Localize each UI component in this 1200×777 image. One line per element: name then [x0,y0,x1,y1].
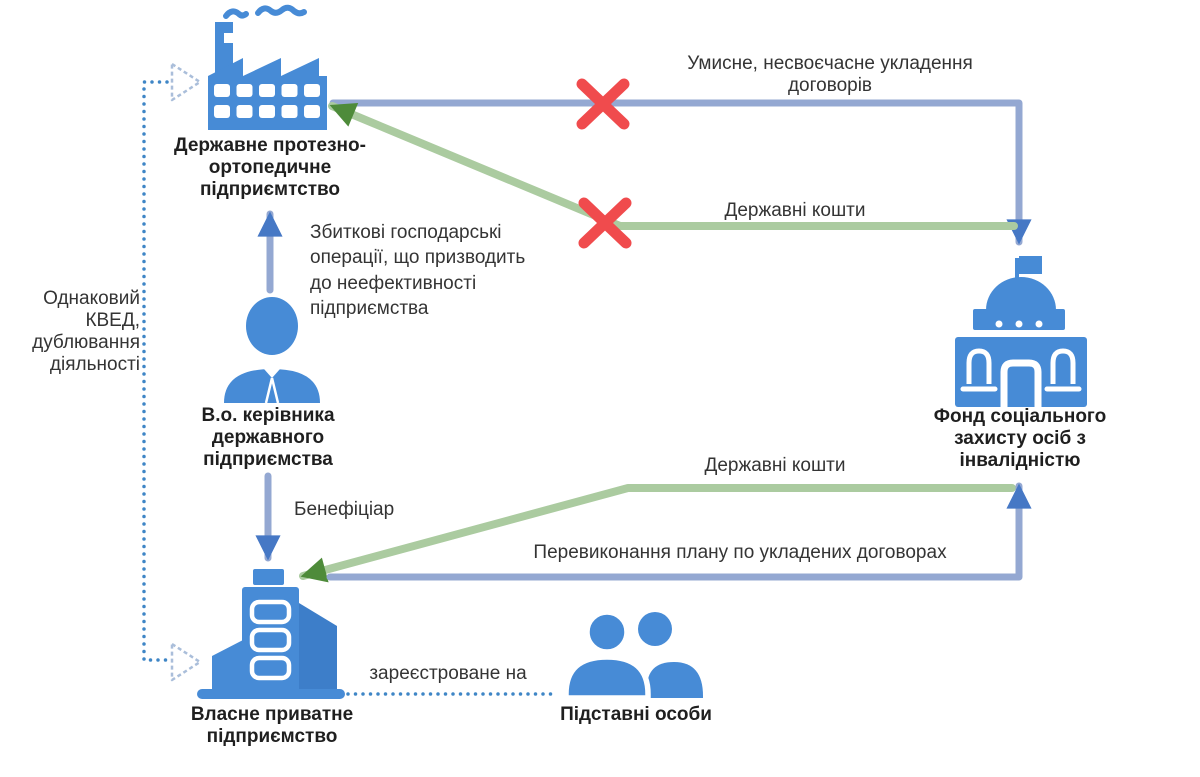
hollow-arrow-icon-top [170,62,202,102]
label-acting-head: В.о. керівника державного підприємства [201,405,335,471]
label-state-funds-bottom: Державні кошти [704,455,846,476]
label-beneficiary: Бенефіціар [294,499,395,520]
arrow-state-funds-bottom [299,484,1016,583]
people-icon [563,609,703,701]
label-private-enterprise: Власне приватне підприємство [190,704,354,748]
label-fund: Фонд соціального захисту осіб з інвалідн… [933,406,1107,472]
person-icon [224,297,320,404]
label-state-enterprise: Державне протезно- ортопедичне підприємт… [174,135,366,201]
red-cross-icon-bottom [578,197,632,249]
label-loss-ops: Збиткові господарські операції, що призв… [310,222,526,320]
red-cross-icon-top [576,78,630,130]
arrow-contracts [329,99,1032,246]
label-plan: Перевиконання плану по укладених договор… [533,542,947,563]
label-state-funds-top: Державні кошти [724,200,866,221]
office-building-icon [197,569,345,699]
hollow-arrow-icon-bottom [170,642,202,682]
factory-icon [208,4,327,130]
arrow-state-funds-top [328,102,1018,230]
label-front-persons: Підставні особи [560,704,712,725]
arrow-plan [326,482,1032,581]
label-registered: зареєстроване на [369,663,527,684]
label-contracts: Умисне, несвоєчасне укладення договорів [687,53,973,97]
label-kved: Однаковий КВЕД, дублювання діяльності [32,288,140,376]
government-building-icon [955,256,1087,407]
